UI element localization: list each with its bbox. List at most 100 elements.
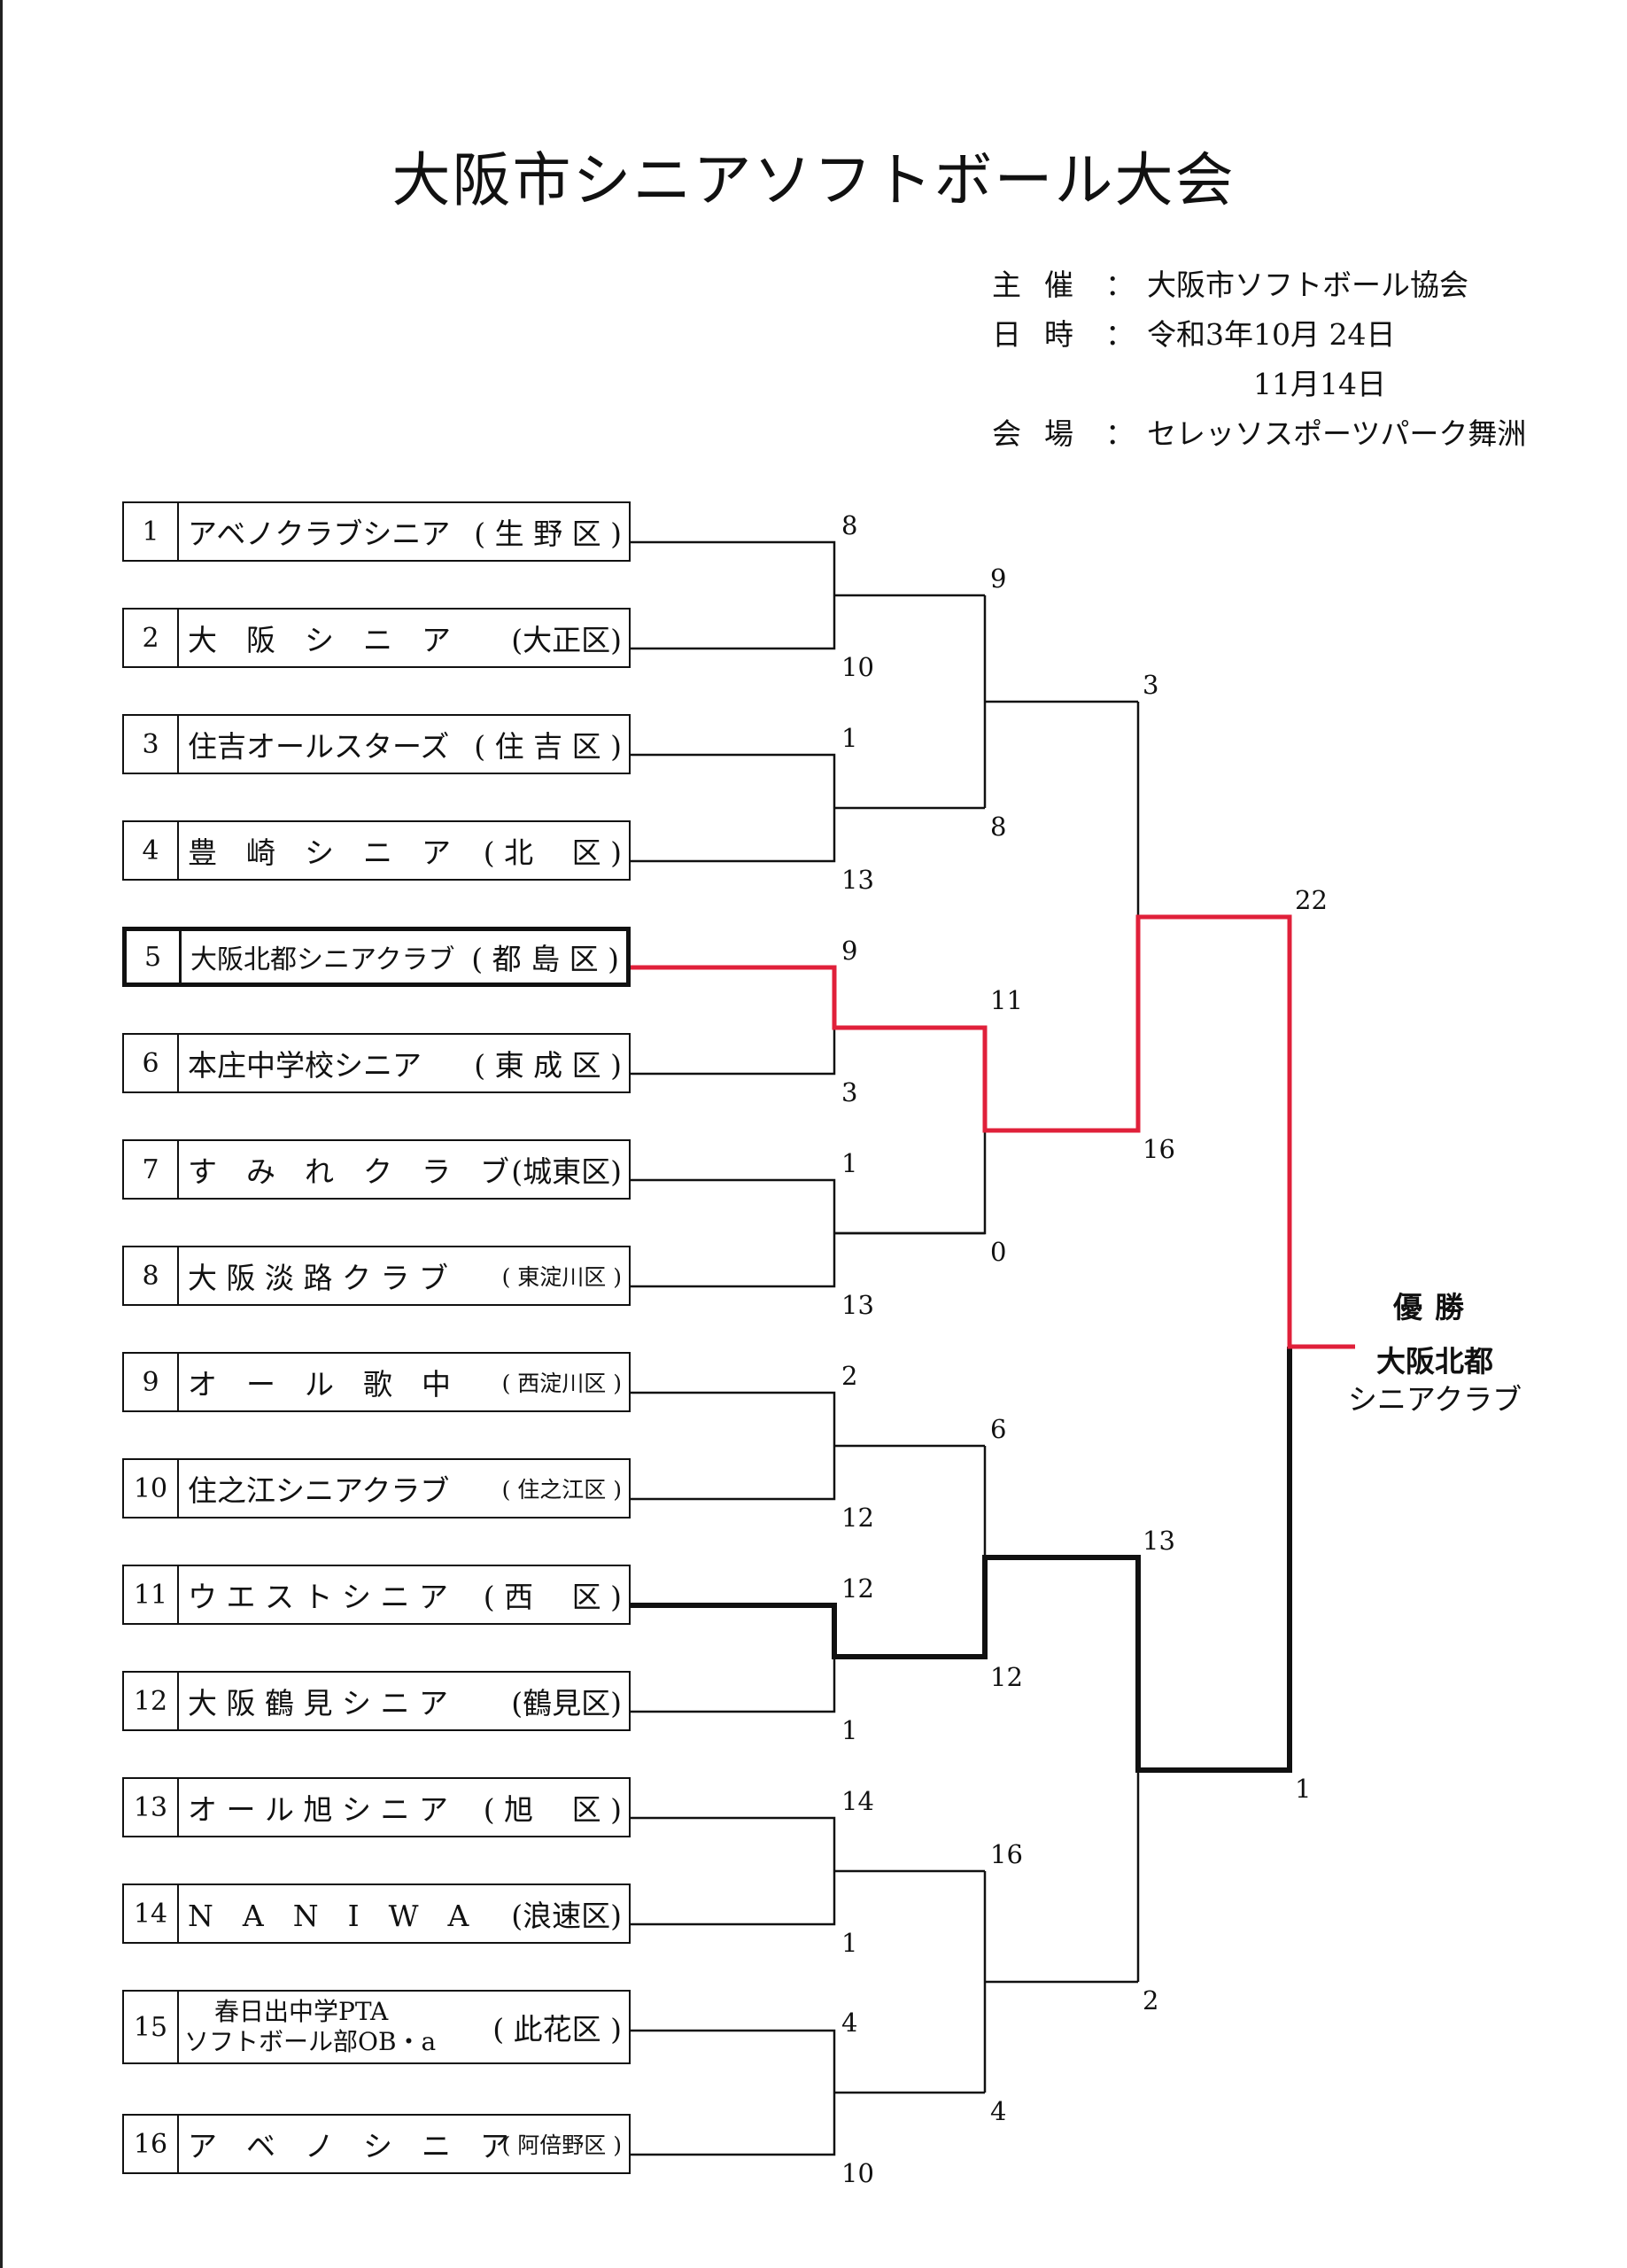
team-name: 大 阪 鶴 見 シ ニ ア — [188, 1686, 448, 1720]
venue-value: セレッソスポーツパーク舞洲 — [1147, 416, 1527, 451]
r2-score-3: 11 — [990, 985, 1023, 1015]
team-number: 8 — [124, 1247, 179, 1304]
team-box-9: 9 オ ー ル 歌 中 ( 西淀川区 ) — [122, 1352, 631, 1412]
sf-score-1: 3 — [1143, 670, 1159, 700]
team-box-14: 14 N A N I W A (浪速区) — [122, 1884, 631, 1944]
r1-score-team-12: 1 — [841, 1715, 858, 1745]
venue-label: 会場 — [992, 416, 1096, 451]
r1-score-team-4: 13 — [841, 865, 874, 895]
r1-match-2-line — [631, 753, 836, 863]
champion-name-line-1: 大阪北都 — [1376, 1343, 1493, 1379]
team-number: 2 — [124, 610, 179, 666]
r2-score-2: 8 — [990, 812, 1007, 842]
team-name: ア ベ ノ シ ニ ア — [188, 2129, 509, 2163]
team-number: 10 — [124, 1460, 179, 1517]
date-label: 日時 — [992, 317, 1096, 352]
r1-score-team-3: 1 — [841, 723, 858, 753]
champion-block: 優勝 大阪北都 シニアクラブ — [1337, 1289, 1532, 1419]
r2-score-5: 6 — [990, 1414, 1007, 1444]
venue-colon: ： — [1105, 416, 1135, 451]
organizer-label: 主催 — [992, 268, 1096, 302]
team-name: 春日出中学PTA ソフトボール部OB・a — [184, 1992, 436, 2062]
final-score-1: 22 — [1295, 885, 1328, 915]
r2-score-8: 4 — [990, 2096, 1007, 2126]
team-district: ( 此花区 ) — [492, 2012, 622, 2047]
sf-score-2: 16 — [1143, 1134, 1175, 1164]
r2-score-1: 9 — [990, 563, 1007, 594]
date-value-1: 令和3年10月 24日 — [1147, 317, 1396, 352]
r1-score-team-10: 12 — [841, 1503, 874, 1533]
team-name: 豊 崎 シ ニ ア — [188, 835, 451, 870]
team-name: 住吉オールスターズ — [188, 729, 450, 764]
team-district: ( 住 吉 区 ) — [474, 729, 622, 764]
team-number: 11 — [124, 1566, 179, 1623]
team-name: 大 阪 淡 路 ク ラ ブ — [188, 1261, 448, 1295]
team-name: ウ エ ス ト シ ニ ア — [188, 1580, 448, 1614]
team-box-3: 3 住吉オールスターズ ( 住 吉 区 ) — [122, 714, 631, 774]
r1-score-team-14: 1 — [841, 1928, 858, 1958]
r1-score-team-6: 3 — [841, 1077, 858, 1107]
organizer-colon: ： — [1105, 268, 1135, 302]
page-title: 大阪市シニアソフトボール大会 — [391, 146, 1236, 214]
r1-score-team-2: 10 — [841, 652, 874, 682]
team-number: 6 — [124, 1035, 179, 1091]
team-district: ( 都 島 区 ) — [471, 942, 619, 976]
team-district: ( 東淀川区 ) — [501, 1264, 622, 1290]
team-number: 7 — [124, 1141, 179, 1198]
team-box-13: 13 オ ー ル 旭 シ ニ ア ( 旭 区 ) — [122, 1777, 631, 1837]
r1-match-5-line — [631, 1391, 836, 1501]
team-name: オ ー ル 旭 シ ニ ア — [188, 1792, 448, 1827]
team-district: ( 西 区 ) — [483, 1580, 622, 1614]
team-district: (城東区) — [511, 1154, 622, 1189]
champion-name: 大阪北都 シニアクラブ — [1337, 1343, 1532, 1419]
team-district: ( 西淀川区 ) — [501, 1371, 622, 1396]
team-district: ( 東 成 区 ) — [474, 1048, 622, 1083]
team-name: 住之江シニアクラブ — [188, 1473, 450, 1508]
team-number: 1 — [124, 503, 179, 560]
r1-score-team-15: 4 — [841, 2008, 858, 2038]
date-row-2: 11月14日 — [992, 361, 1612, 410]
date-colon: ： — [1105, 317, 1135, 352]
team-box-11: 11 ウ エ ス ト シ ニ ア ( 西 区 ) — [122, 1565, 631, 1625]
team-box-5: 5 大阪北都シニアクラブ ( 都 島 区 ) — [122, 927, 631, 987]
page-edge-line — [0, 0, 3, 2268]
r1-match-4-line — [631, 1178, 836, 1288]
champion-label: 優勝 — [1393, 1290, 1476, 1324]
team-number: 12 — [124, 1673, 179, 1729]
team-district: (浪速区) — [511, 1899, 622, 1933]
team-box-16: 16 ア ベ ノ シ ニ ア ( 阿倍野区 ) — [122, 2114, 631, 2174]
r2-score-4: 0 — [990, 1237, 1007, 1267]
team-box-1: 1 アベノクラブシニア ( 生 野 区 ) — [122, 501, 631, 562]
sf-score-4: 2 — [1143, 1985, 1159, 2016]
team-name: アベノクラブシニア — [188, 517, 451, 551]
r1-score-team-8: 13 — [841, 1290, 874, 1320]
r1-match-6-line — [631, 1657, 836, 1713]
team-box-12: 12 大 阪 鶴 見 シ ニ ア (鶴見区) — [122, 1671, 631, 1731]
date-value-2: 11月14日 — [1253, 367, 1386, 401]
team-number: 4 — [124, 822, 179, 879]
team-district: ( 北 区 ) — [483, 835, 622, 870]
team-number: 3 — [124, 716, 179, 773]
team-box-15: 15 春日出中学PTA ソフトボール部OB・a ( 此花区 ) — [122, 1990, 631, 2064]
team-district: ( 住之江区 ) — [501, 1477, 622, 1503]
final-score-2: 1 — [1295, 1774, 1312, 1804]
r1-match-8-line — [631, 2029, 836, 2156]
team-name-line-1: 春日出中学PTA — [214, 1997, 389, 2027]
team-box-2: 2 大 阪 シ ニ ア (大正区) — [122, 608, 631, 668]
team-number: 16 — [124, 2116, 179, 2172]
team-name: オ ー ル 歌 中 — [188, 1367, 451, 1402]
team-name: 大 阪 シ ニ ア — [188, 623, 451, 657]
venue-row: 会場 ： セレッソスポーツパーク舞洲 — [992, 410, 1612, 460]
team-number: 9 — [124, 1354, 179, 1410]
team-box-10: 10 住之江シニアクラブ ( 住之江区 ) — [122, 1458, 631, 1518]
sf-match-1-lower — [985, 917, 1140, 1132]
team-box-4: 4 豊 崎 シ ニ ア ( 北 区 ) — [122, 820, 631, 881]
team-box-8: 8 大 阪 淡 路 ク ラ ブ ( 東淀川区 ) — [122, 1246, 631, 1306]
r1-match-1-line — [631, 540, 836, 650]
team-number: 14 — [124, 1885, 179, 1942]
team-box-7: 7 す み れ ク ラ ブ (城東区) — [122, 1139, 631, 1200]
organizer-row: 主催 ： 大阪市ソフトボール協会 — [992, 261, 1612, 311]
team-name: N A N I W A — [188, 1899, 469, 1933]
date-row: 日時 ： 令和3年10月 24日 — [992, 311, 1612, 361]
